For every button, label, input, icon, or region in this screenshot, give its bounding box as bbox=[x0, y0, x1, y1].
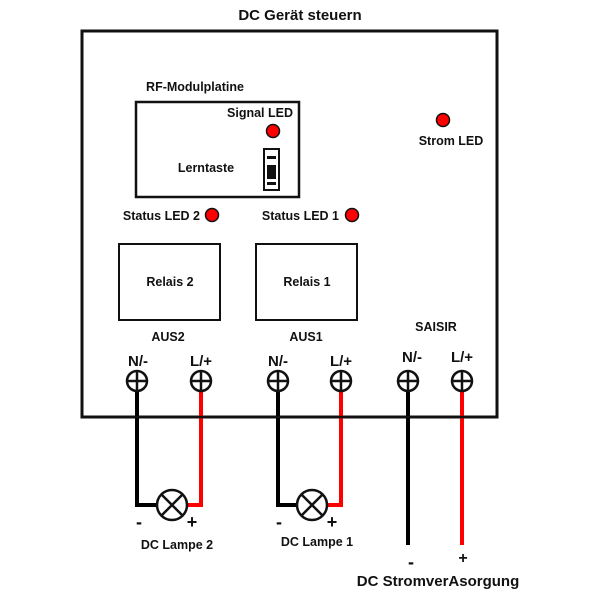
terminal-screw-icon[interactable] bbox=[396, 369, 420, 393]
lamp-1-positive-wire bbox=[327, 392, 343, 507]
power-led-icon bbox=[435, 112, 451, 128]
aus1-neg-label: N/- bbox=[268, 353, 288, 370]
input-neg-label: N/- bbox=[402, 349, 422, 366]
lamp-1-icon bbox=[295, 488, 329, 522]
learn-button[interactable] bbox=[263, 148, 280, 191]
supply-plus-sign: + bbox=[458, 550, 467, 567]
aus1-pos-label: L/+ bbox=[330, 353, 352, 370]
lamp-1-negative-wire bbox=[276, 392, 297, 507]
signal-led-label: Signal LED bbox=[227, 106, 293, 120]
terminal-screw-icon[interactable] bbox=[125, 369, 149, 393]
status-led-2-icon bbox=[204, 207, 220, 223]
relay-2-box bbox=[118, 243, 221, 321]
aus2-pos-label: L/+ bbox=[190, 353, 212, 370]
learn-button-label: Lerntaste bbox=[178, 161, 234, 175]
status-led-1-icon bbox=[344, 207, 360, 223]
power-led-label: Strom LED bbox=[419, 134, 484, 148]
lamp-2-minus-sign: - bbox=[136, 512, 142, 532]
lamp-1-plus-sign: + bbox=[327, 512, 338, 532]
lamp-1-label: DC Lampe 1 bbox=[281, 535, 353, 549]
status-led-1-label: Status LED 1 bbox=[262, 209, 339, 223]
terminal-screw-icon[interactable] bbox=[450, 369, 474, 393]
lamp-2-negative-wire bbox=[135, 392, 157, 507]
rf-module-board bbox=[134, 100, 301, 199]
relay-1-box bbox=[255, 243, 358, 321]
terminal-screw-icon[interactable] bbox=[329, 369, 353, 393]
lamp-2-label: DC Lampe 2 bbox=[141, 538, 213, 552]
supply-minus-sign: - bbox=[408, 552, 414, 572]
supply-label: DC StromverAsorgung bbox=[357, 573, 520, 590]
status-led-2-label: Status LED 2 bbox=[123, 209, 200, 223]
rf-module-label: RF-Modulplatine bbox=[146, 80, 244, 94]
signal-led-icon bbox=[265, 123, 281, 139]
terminal-screw-icon[interactable] bbox=[266, 369, 290, 393]
relay-2-label: Relais 2 bbox=[146, 275, 193, 289]
input-label: SAISIR bbox=[415, 320, 457, 334]
lamp-2-plus-sign: + bbox=[187, 512, 198, 532]
aus2-neg-label: N/- bbox=[128, 353, 148, 370]
lamp-1-minus-sign: - bbox=[276, 512, 282, 532]
input-pos-label: L/+ bbox=[451, 349, 473, 366]
output-1-label: AUS1 bbox=[289, 330, 322, 344]
terminal-screw-icon[interactable] bbox=[189, 369, 213, 393]
relay-1-label: Relais 1 bbox=[283, 275, 330, 289]
output-2-label: AUS2 bbox=[151, 330, 184, 344]
lamp-2-icon bbox=[155, 488, 189, 522]
diagram-title: DC Gerät steuern bbox=[238, 7, 361, 24]
lamp-2-positive-wire bbox=[187, 392, 203, 507]
